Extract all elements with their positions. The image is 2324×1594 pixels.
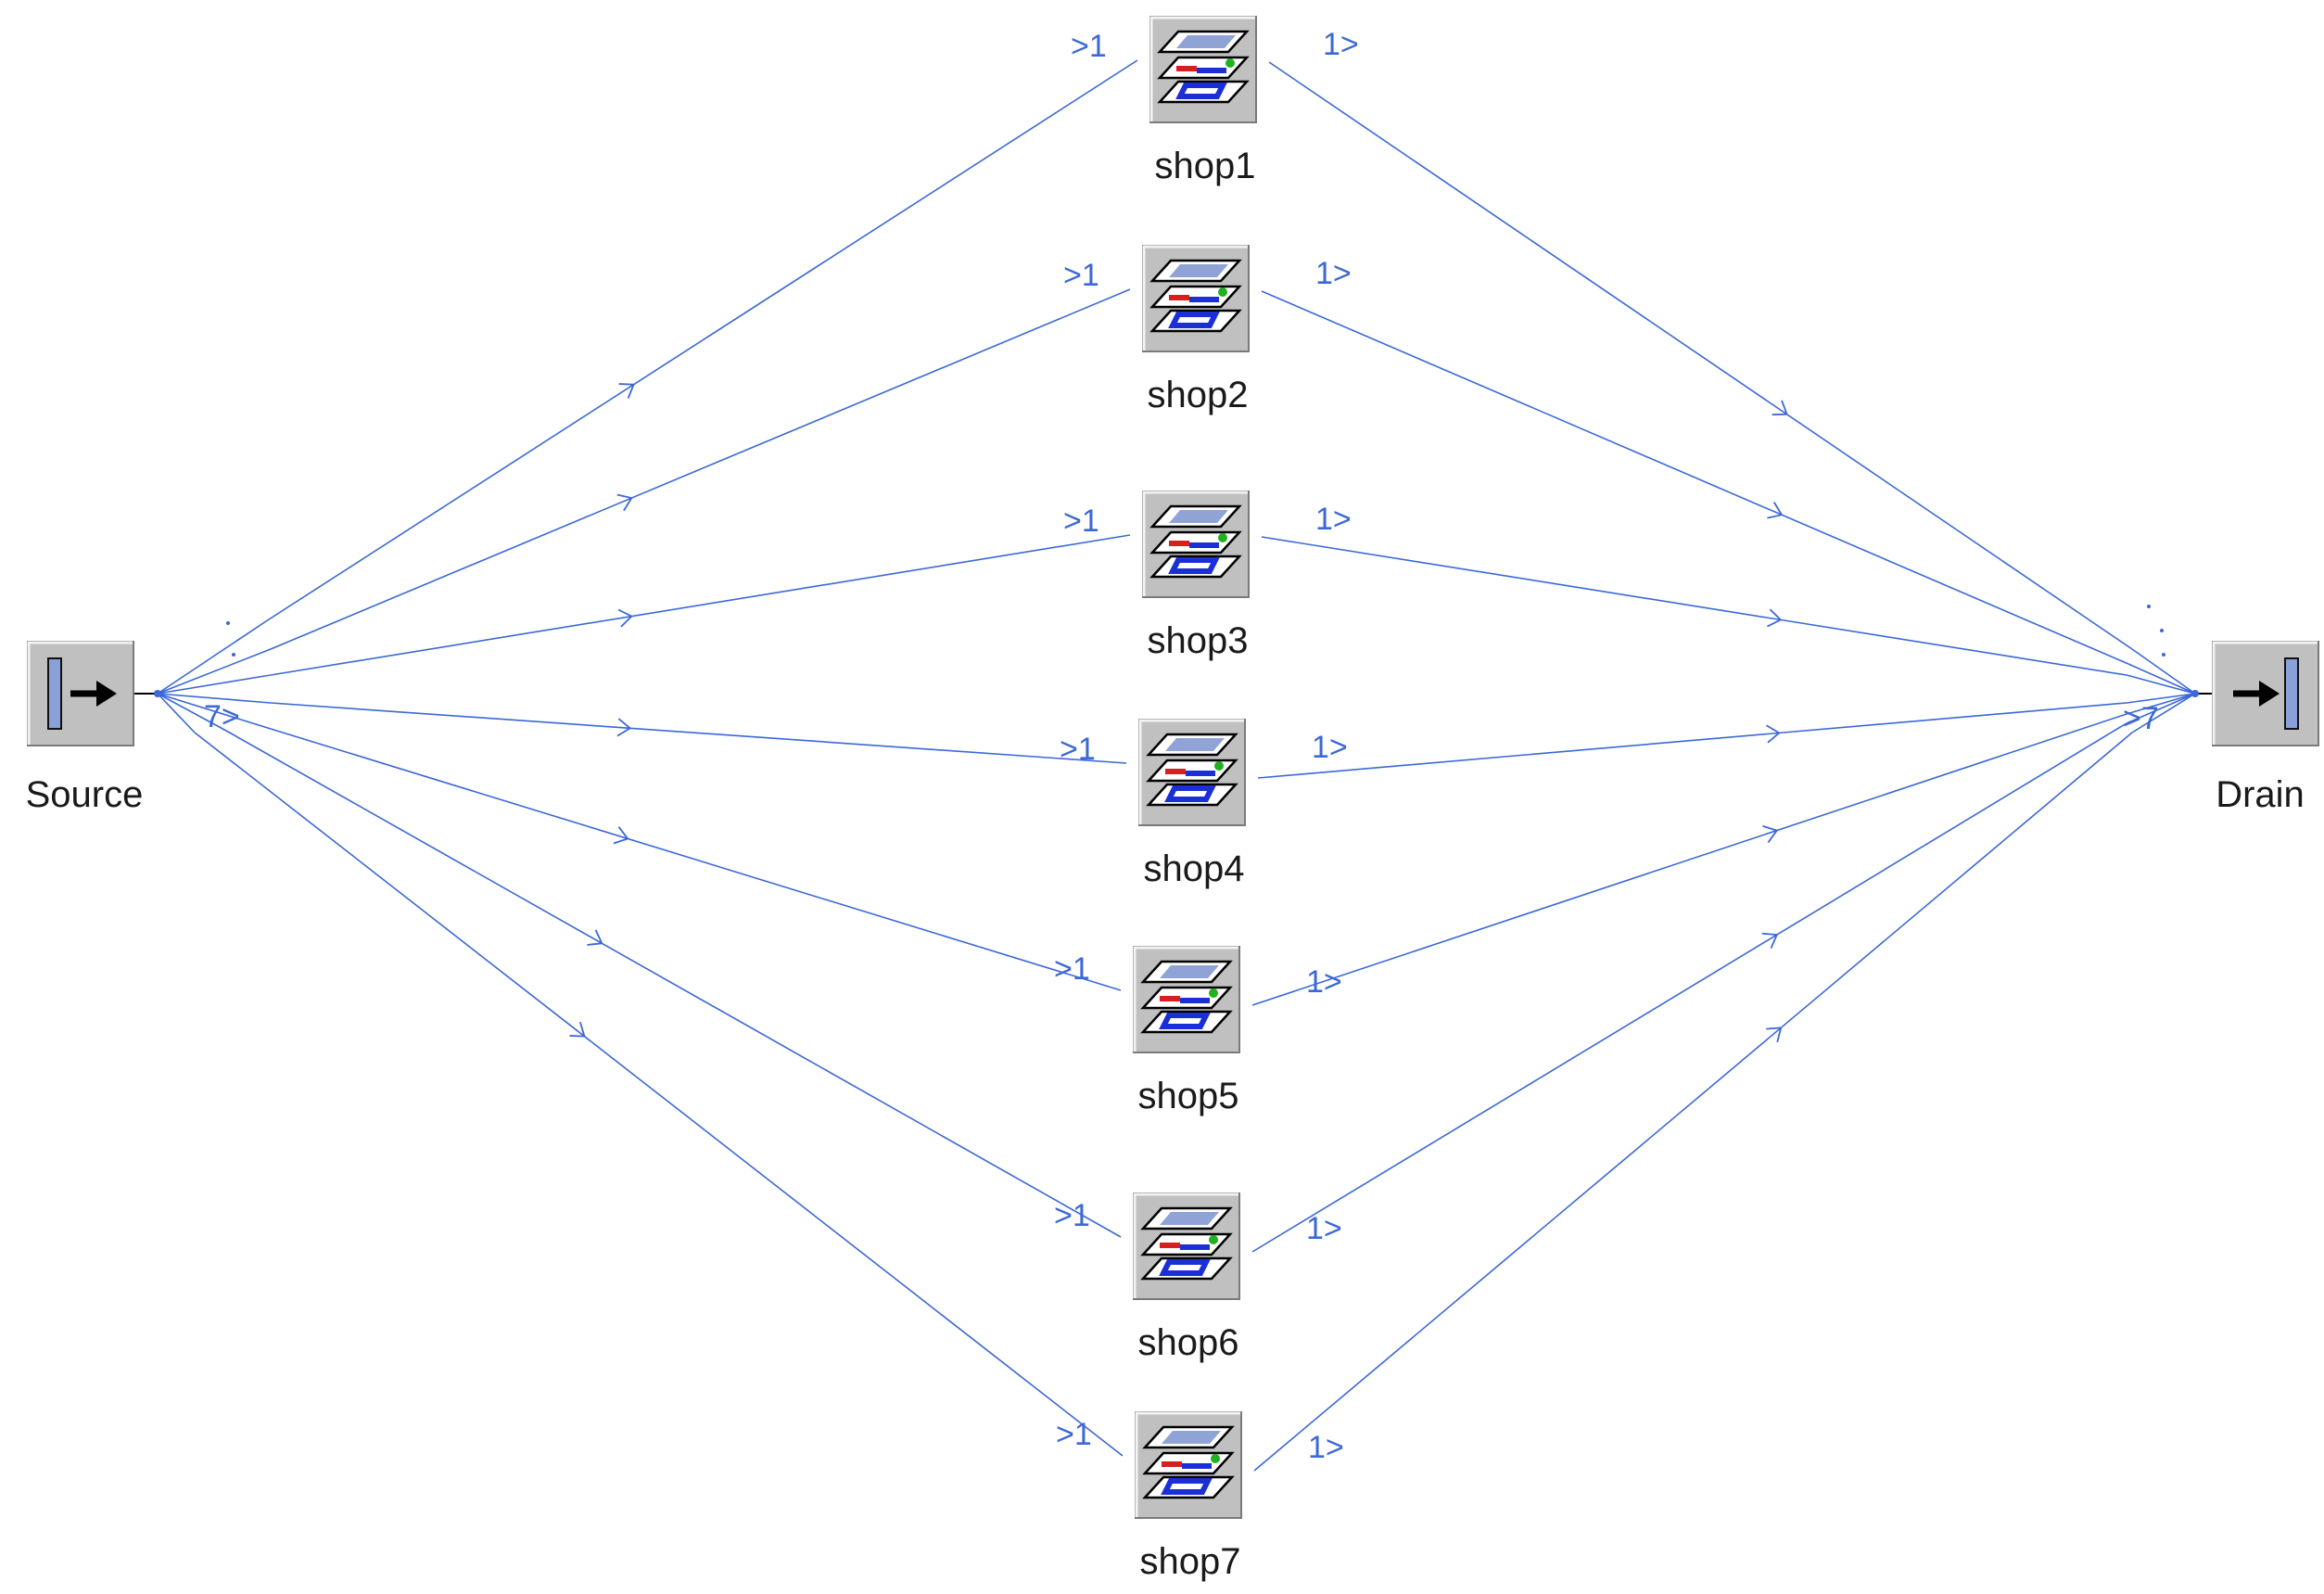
drain-fan-line	[2126, 693, 2196, 724]
layers-stack-icon	[1149, 16, 1257, 123]
source-node[interactable]: Source 7>	[26, 641, 240, 815]
shop-label: shop4	[1144, 848, 1245, 889]
shop-in-port-label: >1	[1071, 29, 1107, 64]
edge-arrow	[613, 826, 629, 845]
shop-out-port-label: 1>	[1315, 256, 1352, 291]
source-fan-line	[157, 648, 272, 695]
edge-source-shop4[interactable]	[270, 702, 1127, 764]
shop-out-port-label: 1>	[1312, 730, 1348, 765]
port-marker	[2147, 605, 2151, 608]
drain-fan-line	[2126, 693, 2196, 704]
shop-in-port-label: >1	[1054, 1198, 1090, 1233]
edge-shop6-drain[interactable]	[1251, 722, 2127, 1253]
shop-in-port-label: >1	[1063, 504, 1099, 539]
source-arrow-icon	[27, 641, 134, 746]
shop-out-port-label: 1>	[1306, 1211, 1342, 1246]
edge-arrow	[616, 493, 633, 512]
edge-arrow	[1761, 932, 1779, 950]
drain-fan-line	[2131, 648, 2196, 695]
shop-in-port-label: >1	[1056, 1417, 1092, 1452]
drain-node[interactable]: Drain >7	[2123, 641, 2319, 815]
shop-node-6[interactable]: shop6 >1 1>	[1054, 1192, 1342, 1363]
edge-arrow	[1762, 825, 1779, 844]
shop-out-port-label: 1>	[1315, 502, 1352, 537]
edge-source-shop5[interactable]	[270, 728, 1122, 991]
edge-shop2-drain[interactable]	[1261, 290, 2129, 665]
shop-node-5[interactable]: shop5 >1 1>	[1054, 946, 1342, 1116]
drain-label: Drain	[2216, 774, 2305, 815]
edge-shop5-drain[interactable]	[1251, 713, 2127, 1006]
edge-shop3-drain[interactable]	[1261, 536, 2127, 676]
source-fan-line	[157, 693, 272, 704]
source-fan-line	[157, 693, 272, 730]
edge-arrow	[587, 929, 603, 946]
edge-source-shop7[interactable]	[194, 732, 1124, 1457]
shop-node-3[interactable]: shop3 >1 1>	[1063, 491, 1352, 661]
layers-stack-icon	[1133, 1192, 1240, 1300]
shop-in-port-label: >1	[1054, 951, 1090, 987]
drain-arrow-icon	[2212, 641, 2319, 746]
source-out-port-label: 7>	[204, 699, 240, 734]
shop-label: shop2	[1148, 375, 1249, 415]
connection-layer	[133, 59, 2213, 1472]
drain-fan-line	[2126, 674, 2196, 695]
source-label: Source	[26, 774, 144, 815]
shop-node-4[interactable]: shop4 >1 1>	[1060, 719, 1348, 889]
layers-stack-icon	[1142, 245, 1250, 352]
shop-label: shop7	[1140, 1541, 1241, 1582]
shop-out-port-label: 1>	[1323, 27, 1359, 62]
layers-stack-icon	[1135, 1411, 1242, 1519]
edge-arrow	[1767, 608, 1783, 628]
source-fan-line	[157, 693, 227, 732]
drain-fan-line	[2126, 693, 2196, 715]
edge-shop7-drain[interactable]	[1253, 732, 2133, 1472]
edge-shop4-drain[interactable]	[1257, 702, 2127, 779]
edge-arrow	[1772, 400, 1788, 416]
edge-source-shop6[interactable]	[225, 730, 1122, 1238]
edge-arrow	[618, 383, 635, 399]
shop-in-port-label: >1	[1060, 732, 1096, 767]
shop-out-port-label: 1>	[1308, 1430, 1344, 1465]
shop-label: shop1	[1155, 146, 1256, 186]
layers-stack-icon	[1133, 946, 1240, 1053]
shop-in-port-label: >1	[1063, 258, 1099, 293]
shop-label: shop3	[1148, 620, 1249, 661]
drain-fan-line	[2131, 693, 2196, 733]
port-marker	[232, 653, 235, 657]
edge-shop1-drain[interactable]	[1268, 61, 2133, 650]
port-marker	[2160, 629, 2164, 632]
edge-arrow	[1766, 1027, 1783, 1043]
edge-source-shop2[interactable]	[270, 288, 1131, 650]
layers-stack-icon	[1138, 719, 1246, 826]
edge-arrow	[617, 608, 633, 628]
drain-fan-line	[2127, 663, 2196, 695]
edge-source-shop3[interactable]	[270, 534, 1131, 676]
shop-node-7[interactable]: shop7 >1 1>	[1056, 1411, 1344, 1582]
source-fan-line	[157, 618, 270, 695]
port-marker	[2162, 653, 2165, 657]
edge-arrow	[1765, 724, 1781, 744]
layers-stack-icon	[1142, 491, 1250, 598]
shop-label: shop5	[1138, 1076, 1239, 1116]
edge-arrow	[569, 1022, 586, 1038]
shop-node-1[interactable]: shop1 >1 1>	[1071, 16, 1359, 186]
drain-in-port-label: >7	[2123, 701, 2159, 736]
shop-out-port-label: 1>	[1306, 964, 1342, 1000]
edge-arrow	[616, 718, 632, 737]
port-marker	[226, 621, 230, 625]
shop-node-2[interactable]: shop2 >1 1>	[1063, 245, 1352, 415]
source-fan-line	[157, 674, 272, 695]
edge-source-shop1[interactable]	[268, 59, 1138, 620]
shop-label: shop6	[1138, 1322, 1239, 1363]
edge-arrow	[1767, 502, 1784, 519]
source-fan-line	[157, 693, 196, 733]
